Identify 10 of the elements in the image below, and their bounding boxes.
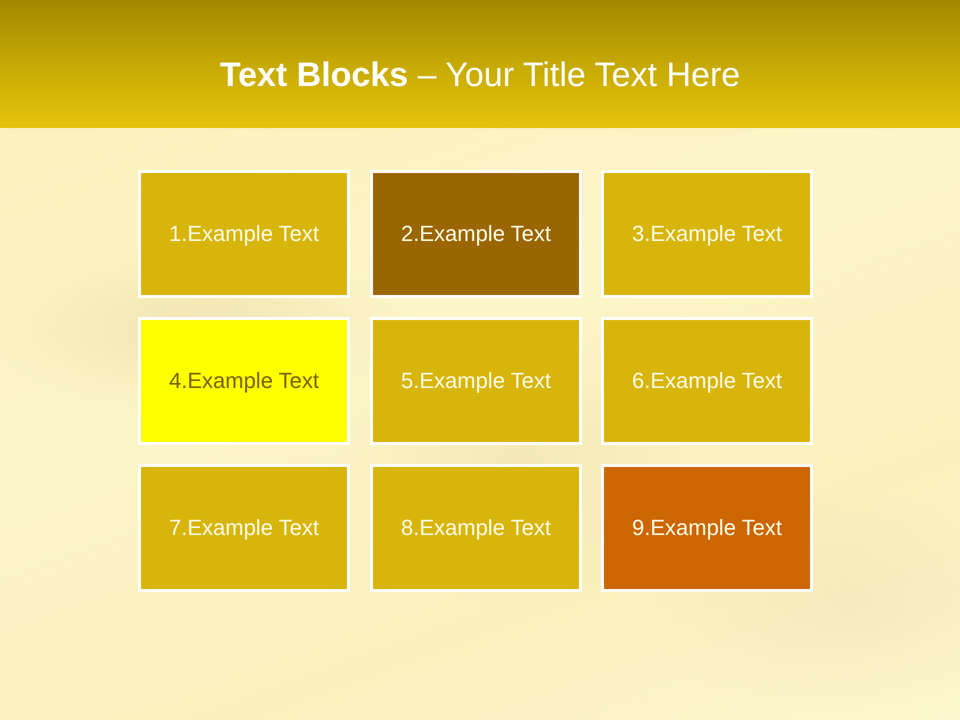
text-block: 4.Example Text (138, 317, 350, 445)
text-block: 5.Example Text (370, 317, 582, 445)
text-block: 9.Example Text (601, 464, 813, 592)
text-block: 7.Example Text (138, 464, 350, 592)
slide-title: Text Blocks – Your Title Text Here (218, 55, 742, 96)
text-block: 3.Example Text (601, 170, 813, 298)
text-block: 6.Example Text (601, 317, 813, 445)
text-block: 2.Example Text (370, 170, 582, 298)
text-block: 1.Example Text (138, 170, 350, 298)
text-block: 8.Example Text (370, 464, 582, 592)
